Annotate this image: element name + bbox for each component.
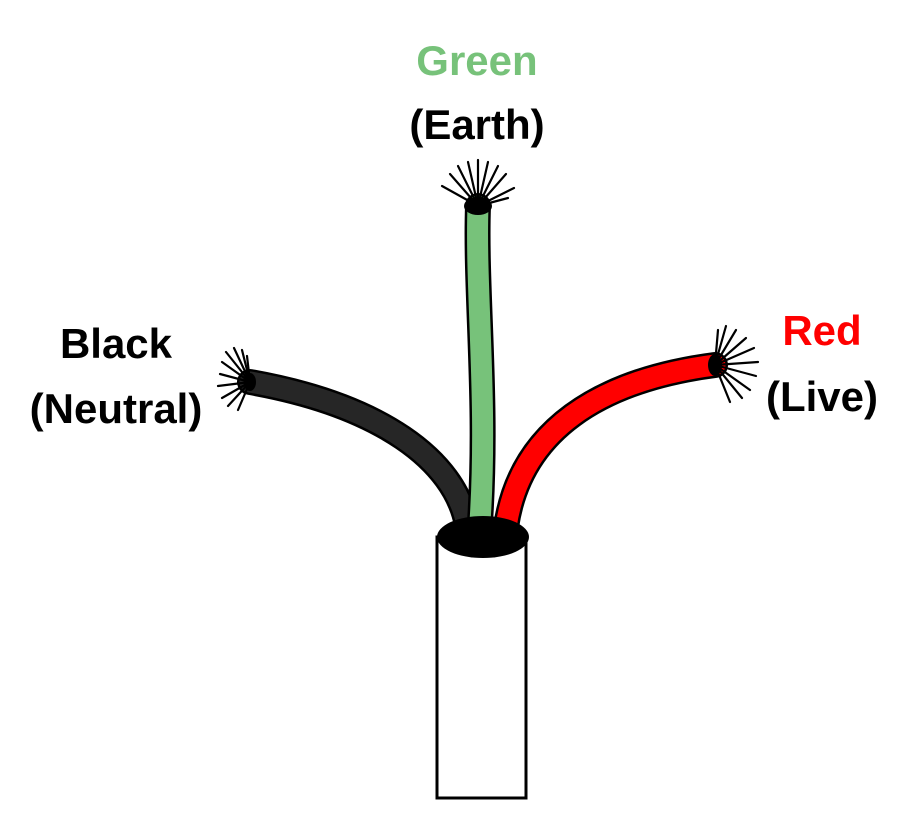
sheath-top-cap <box>437 516 529 558</box>
green-wire-fill <box>467 195 494 533</box>
black-wire-strands <box>216 346 252 412</box>
red-wire-strands <box>713 324 760 404</box>
red-wire-name: Red <box>782 307 861 354</box>
red-wire-role: (Live) <box>766 373 878 420</box>
black-wire-role: (Neutral) <box>30 385 203 432</box>
black-wire-name: Black <box>60 320 173 367</box>
cable-sheath <box>435 535 528 800</box>
green-earth-wire <box>440 158 516 535</box>
black-wire-fill <box>239 371 478 536</box>
green-wire-role: (Earth) <box>409 101 544 148</box>
black-neutral-wire <box>216 346 480 538</box>
black-neutral-label: Black (Neutral) <box>30 320 203 432</box>
green-wire-name: Green <box>416 37 537 84</box>
green-earth-label: Green (Earth) <box>409 37 544 148</box>
sheath-body <box>435 535 528 800</box>
green-wire-strands <box>440 158 516 208</box>
red-wire-fill <box>495 354 726 538</box>
red-live-wire <box>493 324 760 540</box>
red-live-label: Red (Live) <box>766 307 878 420</box>
